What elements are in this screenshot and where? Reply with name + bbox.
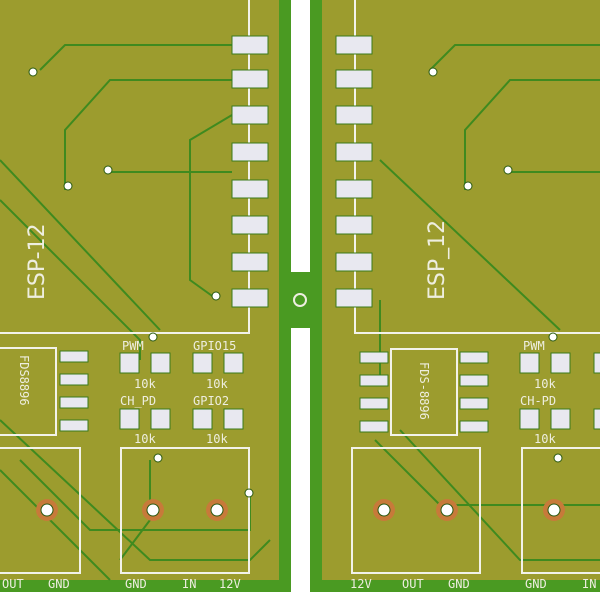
terminal-label: OUT <box>2 577 24 591</box>
breakaway-tab <box>289 272 313 328</box>
terminal-outline <box>0 447 81 574</box>
terminal-label: OUT <box>402 577 424 591</box>
resistor-name: PWM <box>122 339 144 353</box>
resistor-pads <box>119 352 244 430</box>
resistor-name: CH_PD <box>120 394 156 408</box>
resistor-value: 10k <box>206 432 228 446</box>
esp12-pads <box>335 35 373 308</box>
resistor-value: 10k <box>134 432 156 446</box>
resistor-pads <box>519 352 600 430</box>
terminal-label: 12V <box>350 577 372 591</box>
chip-outline <box>390 348 458 436</box>
terminal-label: IN <box>182 577 196 591</box>
resistor-value: 10k <box>534 377 556 391</box>
terminal-outline <box>521 447 600 574</box>
chip-label: FDS-8896 <box>417 362 431 420</box>
terminal-outline <box>351 447 481 574</box>
resistor-value: 10k <box>134 377 156 391</box>
resistor-name: GPIO2 <box>193 394 229 408</box>
resistor-name: PWM <box>523 339 545 353</box>
vias <box>428 67 563 463</box>
left-board: ESP-12 FDS8896 PWM 10k GPIO15 10k CH_PD … <box>0 0 291 592</box>
resistor-name: CH-PD <box>520 394 556 408</box>
chip-label: FDS8896 <box>17 355 31 406</box>
resistor-value: 10k <box>206 377 228 391</box>
chip-outline <box>0 347 57 436</box>
chip-pads <box>59 350 89 432</box>
chip-pads <box>359 351 489 433</box>
right-board: ESP_12 FDS-8896 PWM 10k CH-PD 10k <box>310 0 600 592</box>
module-label: ESP-12 <box>25 223 50 300</box>
terminal-label: IN <box>582 577 596 591</box>
terminal-label: 12V <box>219 577 241 591</box>
terminal-outline <box>120 447 250 574</box>
resistor-value: 10k <box>534 432 556 446</box>
terminal-label: GND <box>48 577 70 591</box>
terminal-label: GND <box>125 577 147 591</box>
terminal-label: GND <box>525 577 547 591</box>
terminal-holes <box>373 499 565 521</box>
terminal-label: GND <box>448 577 470 591</box>
resistor-name: GPIO15 <box>193 339 236 353</box>
vias <box>28 67 254 498</box>
module-label: ESP_12 <box>425 220 450 300</box>
esp12-pads <box>231 35 269 308</box>
terminal-holes <box>36 499 228 521</box>
